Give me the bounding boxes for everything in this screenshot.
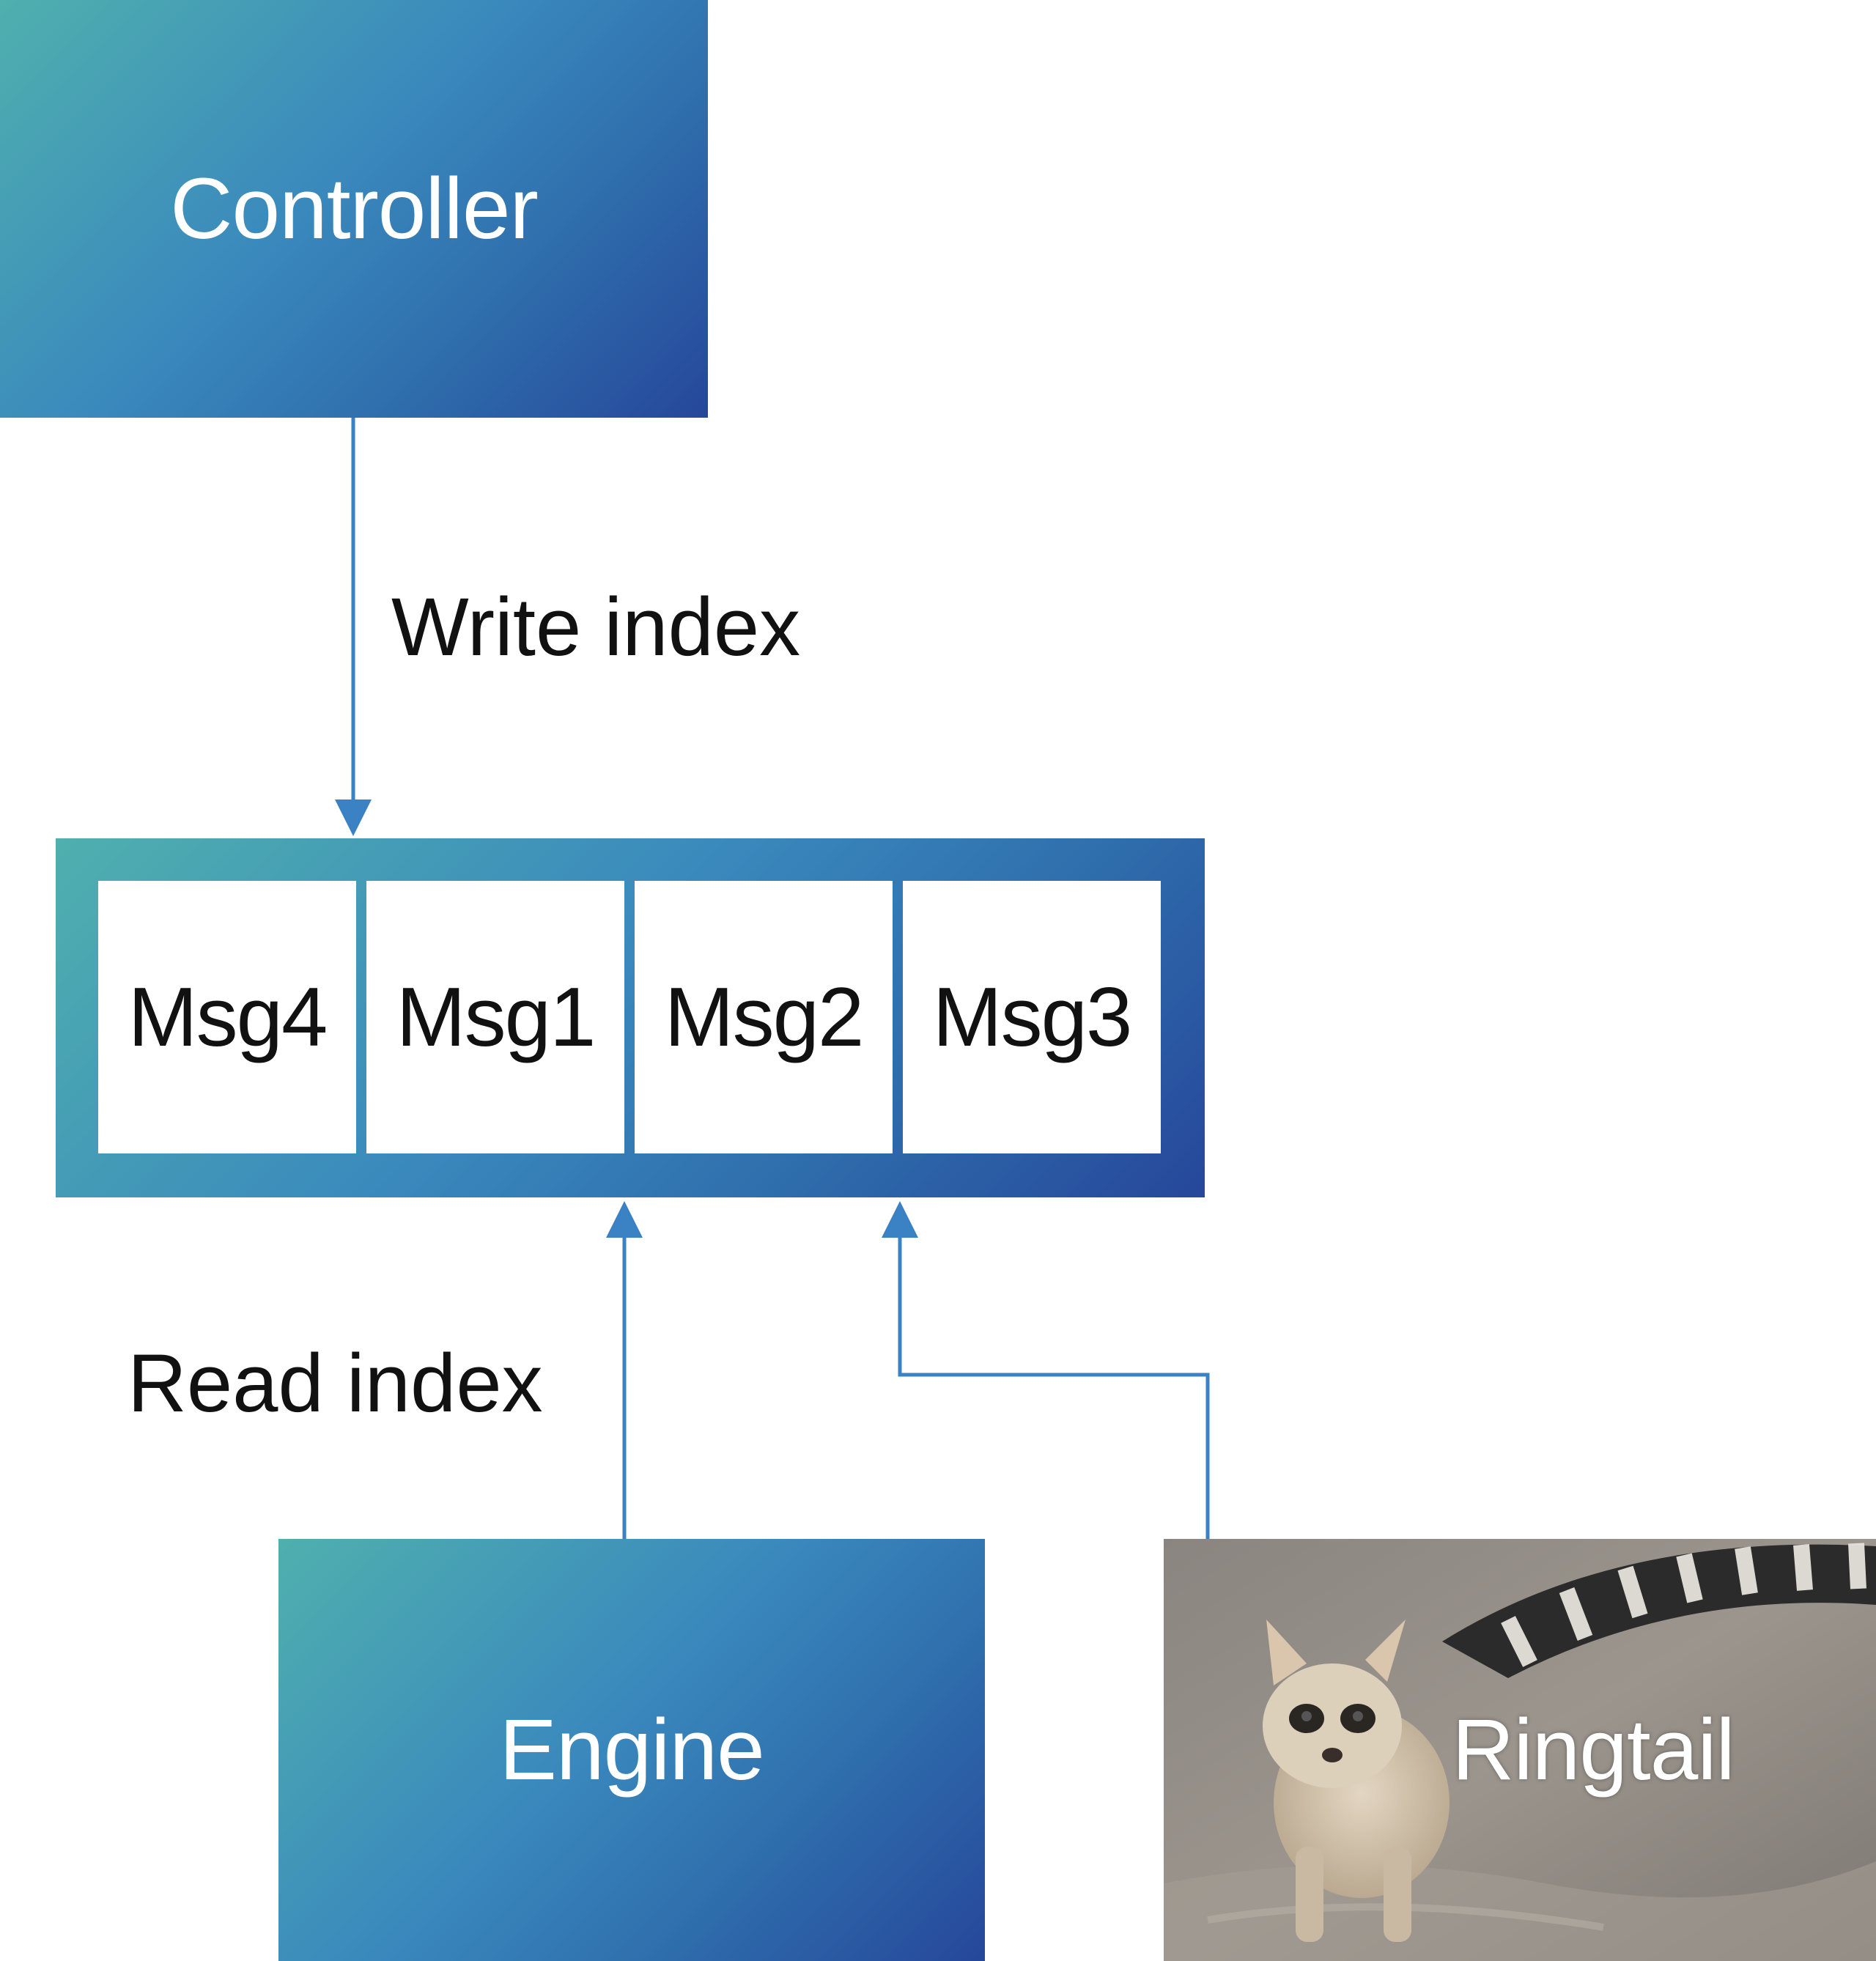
read-index-label: Read index bbox=[128, 1337, 543, 1429]
buffer-slot: Msg1 bbox=[366, 881, 624, 1153]
controller-node: Controller bbox=[0, 0, 708, 418]
ringtail-label: Ringtail bbox=[1452, 1702, 1735, 1798]
ringtail-arrow bbox=[882, 1201, 1210, 1545]
message-ring-buffer: Msg4 Msg1 Msg2 Msg3 bbox=[56, 838, 1205, 1197]
controller-label: Controller bbox=[170, 160, 539, 257]
write-index-label: Write index bbox=[391, 581, 801, 673]
engine-node: Engine bbox=[278, 1539, 985, 1961]
engine-label: Engine bbox=[499, 1702, 764, 1798]
ringtail-photo bbox=[1164, 1539, 1876, 1961]
buffer-slots: Msg4 Msg1 Msg2 Msg3 bbox=[98, 881, 1161, 1153]
buffer-slot: Msg4 bbox=[98, 881, 356, 1153]
buffer-slot: Msg3 bbox=[903, 881, 1161, 1153]
ringtail-node: Ringtail bbox=[1164, 1539, 1876, 1961]
buffer-slot: Msg2 bbox=[635, 881, 893, 1153]
